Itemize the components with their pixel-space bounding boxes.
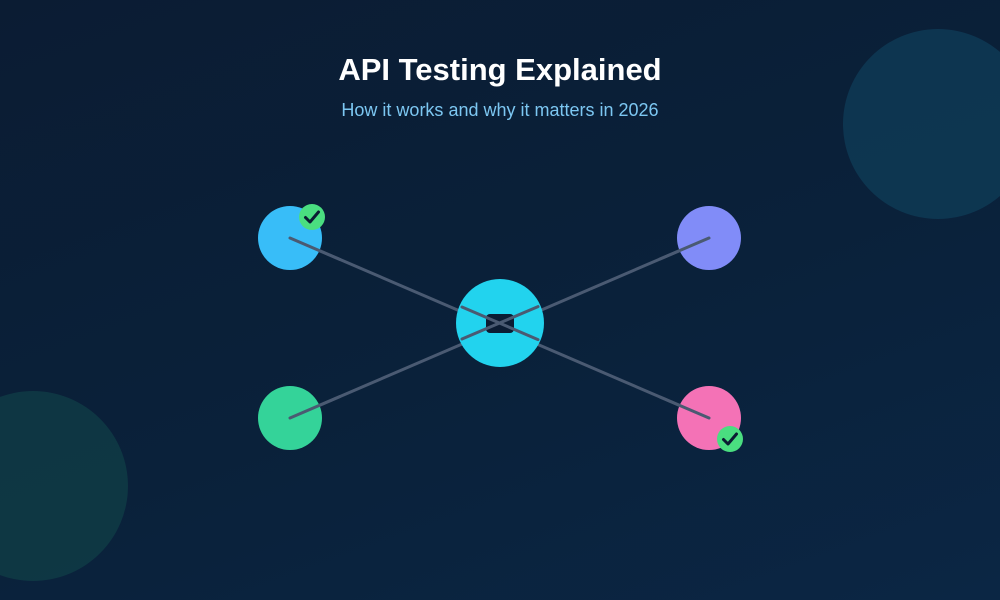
check-badge-top-left <box>299 204 325 230</box>
decorative-circle-top-right <box>843 29 1000 219</box>
check-icon <box>304 210 320 224</box>
connector-overlay-top-right <box>658 236 711 261</box>
connector-overlay-bottom-right <box>658 395 711 420</box>
decorative-circle-bottom-left <box>0 391 128 581</box>
page-title: API Testing Explained <box>338 52 662 87</box>
check-icon <box>722 432 738 446</box>
connector-overlay-hub-b <box>460 305 540 341</box>
connector-overlay-top-left <box>288 236 342 261</box>
connector-overlay-bottom-left <box>288 395 342 420</box>
check-badge-circle <box>299 204 325 230</box>
check-badge-circle <box>717 426 743 452</box>
check-badge-bottom-right <box>717 426 743 452</box>
page-subtitle: How it works and why it matters in 2026 <box>341 100 659 120</box>
